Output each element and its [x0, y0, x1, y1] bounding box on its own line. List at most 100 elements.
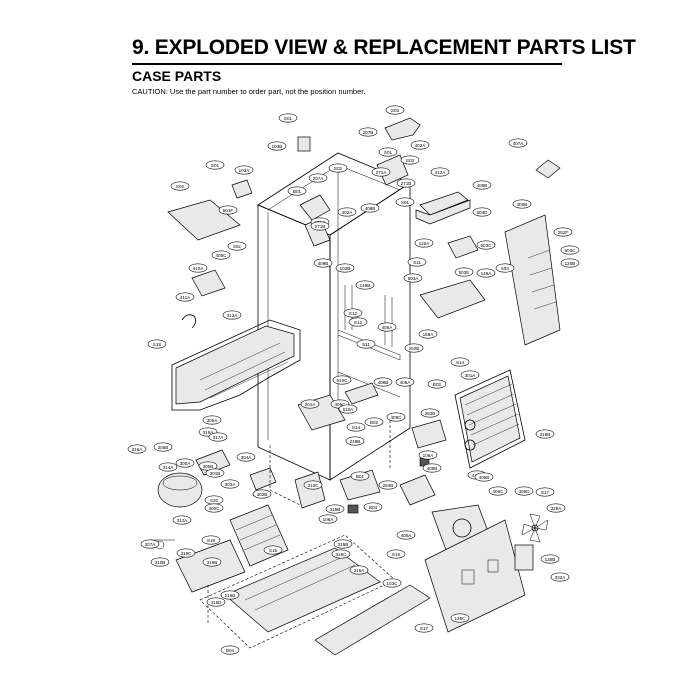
part-callout: 120A	[414, 238, 434, 248]
part-callout: S17	[535, 487, 555, 497]
part-callout-label: 510C	[337, 378, 349, 383]
part-callout: 103A	[234, 165, 254, 175]
part-callout-label: S11	[413, 260, 421, 265]
part-callout: 315D	[206, 597, 226, 607]
rear-cover-fan	[424, 504, 549, 633]
part-callout-label: S15	[269, 548, 278, 553]
part-callout: 283B	[378, 480, 398, 490]
part-callout: 410A	[188, 263, 208, 273]
part-callout: S15	[263, 545, 283, 555]
part-callout-label: 302B	[257, 492, 268, 497]
part-callout-label: 315B	[330, 507, 341, 512]
part-callout: 409B	[422, 463, 442, 473]
part-callout: 503C	[560, 245, 580, 255]
part-callout-label: 408B	[378, 380, 389, 385]
part-callout-label: 315A	[354, 568, 366, 573]
part-callout-label: 610A	[343, 407, 355, 412]
part-callout-label: S02	[176, 184, 185, 189]
part-callout: 319C	[176, 548, 196, 558]
part-callout-label: 315B	[338, 542, 349, 547]
part-callout-label: B01	[356, 474, 365, 479]
part-callout-label: S17	[541, 490, 550, 495]
part-callout-label: 412A	[435, 170, 447, 175]
part-callout-label: 207B	[363, 130, 374, 135]
part-callout: 303A	[220, 479, 240, 489]
part-callout-label: 102B	[340, 266, 351, 271]
part-callout: 406B	[472, 180, 492, 190]
part-callout-label: S17	[420, 626, 429, 631]
part-callout-label: 313A	[227, 313, 239, 318]
part-callout: 158A	[418, 329, 438, 339]
part-callout-label: 410A	[193, 266, 205, 271]
part-callout: S11	[407, 257, 427, 267]
part-callout-label: 252F	[558, 230, 569, 235]
part-callout-label: 316B	[207, 560, 218, 565]
part-callout: 305B	[153, 442, 173, 452]
part-callout-label: 271B	[401, 181, 412, 186]
part-callout: 503D	[472, 207, 492, 217]
part-callout-label: 103A	[239, 168, 251, 173]
part-callout: 610A	[338, 404, 358, 414]
fan-blade	[521, 513, 549, 543]
part-callout-label: 120B	[565, 261, 576, 266]
part-callout: 503C	[476, 240, 496, 250]
part-callout-label: 103C	[387, 581, 399, 586]
part-callout-label: 405C	[335, 402, 347, 407]
part-callout-label: S11	[362, 342, 370, 347]
part-callout: 316B	[202, 557, 222, 567]
part-callout-label: 249B	[350, 439, 361, 444]
part-callout: 215B	[220, 590, 240, 600]
part-callout-label: 602	[233, 244, 241, 249]
part-callout-label: 106A	[323, 517, 335, 522]
part-callout-label: 149B	[360, 283, 371, 288]
part-callout: 300A	[175, 458, 195, 468]
part-callout: 332A	[550, 572, 570, 582]
part-callout-label: 215B	[225, 593, 236, 598]
part-callout-label: B03	[369, 505, 378, 510]
dashed-outlines	[207, 420, 391, 625]
part-callout-label: 503D	[477, 210, 489, 215]
part-callout: S19	[201, 535, 221, 545]
part-callout: B03	[363, 502, 383, 512]
part-callout-label: 402A	[342, 210, 354, 215]
part-callout: 305A	[202, 415, 222, 425]
part-callout: 271B	[396, 178, 416, 188]
part-callout: 207B	[358, 127, 378, 137]
part-callout: 317A	[208, 432, 228, 442]
part-callout: 411A	[175, 292, 195, 302]
part-callout: 207A	[308, 173, 328, 183]
part-callout-label: 314A	[163, 465, 175, 470]
part-callout-label: 283B	[425, 411, 436, 416]
part-callout-label: 407A	[513, 141, 525, 146]
part-callout-label: 405D	[519, 489, 531, 494]
part-callout-label: 409B	[318, 261, 329, 266]
part-callout-label: 319C	[181, 551, 193, 556]
part-callout: S11	[356, 339, 376, 349]
part-callout-label: 501F	[223, 208, 234, 213]
part-callout: 304A	[236, 452, 256, 462]
part-callout: 310B	[150, 557, 170, 567]
part-callout: 149A	[476, 268, 496, 278]
part-callout-label: 405C	[216, 253, 228, 258]
part-callout: 315B	[333, 539, 353, 549]
part-callout-label: 406B	[365, 206, 376, 211]
part-callout: 328A	[546, 503, 566, 513]
part-callout: 307A	[140, 539, 160, 549]
part-callout: 271A	[371, 167, 391, 177]
part-callout: B02	[427, 379, 447, 389]
part-callout: 400C	[204, 503, 224, 513]
part-callout: 315B	[325, 504, 345, 514]
part-callout: 602	[227, 241, 247, 251]
part-callout-label: S18	[153, 342, 162, 347]
part-callout: 135B	[540, 554, 560, 564]
part-callout: S14	[450, 357, 470, 367]
part-callout-label: B04	[226, 648, 235, 653]
part-callout: 310C	[303, 480, 323, 490]
part-callout: 409B	[313, 258, 333, 268]
part-callout-label: 304A	[241, 455, 253, 460]
part-callout: 412A	[430, 167, 450, 177]
part-callout-label: 503A	[408, 276, 420, 281]
part-callout-label: B02	[433, 382, 442, 387]
